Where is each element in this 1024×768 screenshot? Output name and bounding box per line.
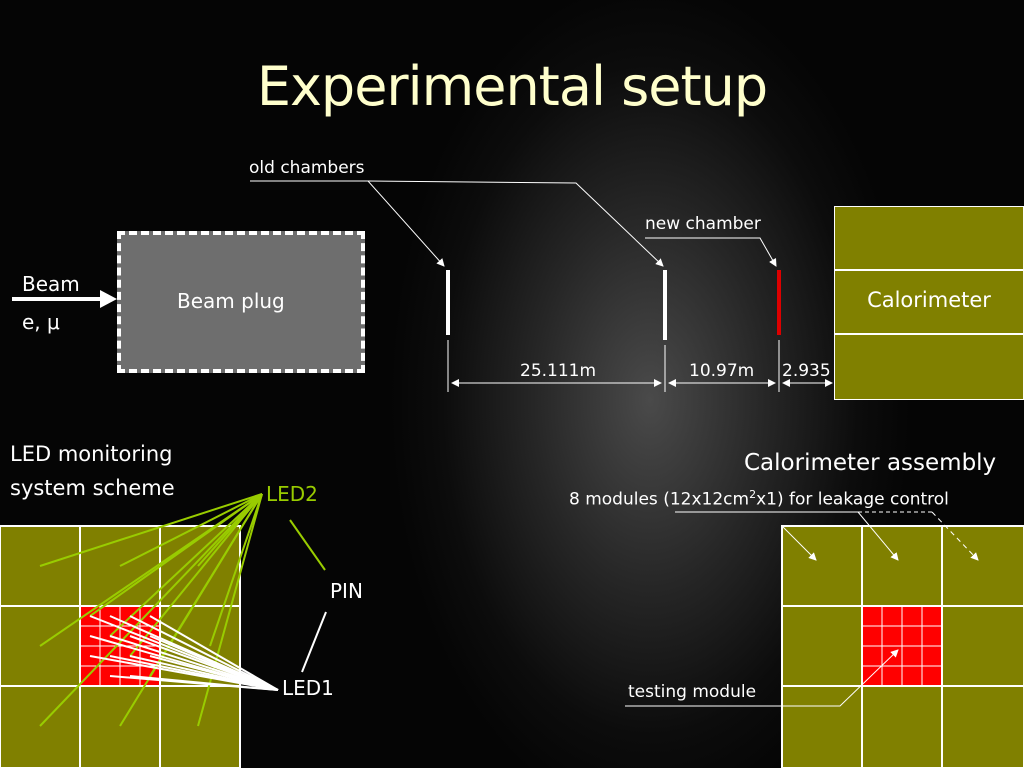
distance-3: 2.935 [782, 361, 831, 381]
leakage-modules-label: 8 modules (12x12cm2x1) for leakage contr… [569, 488, 949, 510]
dimension-lines [447, 340, 833, 392]
led-scheme-title-line1: LED monitoring [10, 442, 173, 466]
old-chambers-callout [250, 180, 664, 267]
beam-arrow [12, 290, 117, 308]
page-title: Experimental setup [256, 55, 768, 118]
new-chamber-label: new chamber [645, 214, 761, 234]
led1-label: LED1 [282, 676, 334, 700]
distance-1: 25.111m [520, 361, 597, 381]
led-test-module [79, 605, 161, 687]
leakage-callout [675, 511, 979, 561]
calorimeter-block-top [834, 206, 1024, 270]
new-chamber-callout [645, 237, 777, 267]
assembly-module-grid [781, 525, 1024, 768]
beam-plug-box [117, 231, 365, 373]
beam-label: Beam [22, 272, 80, 296]
distance-2: 10.97m [689, 361, 755, 381]
testing-module-callout [625, 649, 899, 707]
led2-label: LED2 [266, 482, 318, 506]
beam-plug-label: Beam plug [177, 289, 285, 313]
pin-label: PIN [330, 579, 363, 603]
calorimeter-block-bottom [834, 334, 1024, 400]
old-chambers-label: old chambers [249, 158, 365, 178]
led1-fibers [89, 611, 327, 691]
testing-module-label: testing module [628, 682, 757, 702]
assembly-title: Calorimeter assembly [744, 450, 997, 476]
calorimeter-label: Calorimeter [867, 288, 991, 312]
assembly-test-module [861, 605, 943, 687]
led-scheme-title-line2: system scheme [10, 476, 175, 500]
beam-particles-label: e, μ [22, 310, 60, 334]
led2-fibers [39, 493, 326, 727]
